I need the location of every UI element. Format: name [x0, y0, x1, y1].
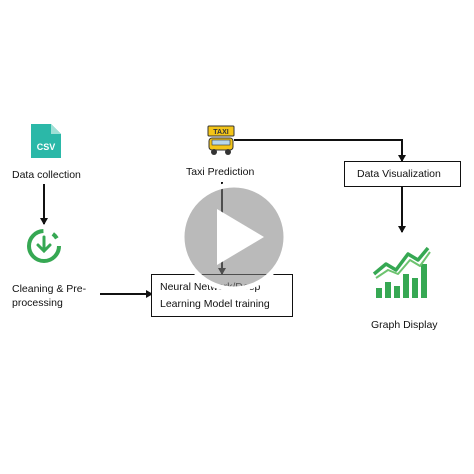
data-visualization-box: Data Visualization: [344, 161, 461, 187]
cleaning-label-line2: processing: [12, 297, 63, 309]
bar-trend-chart-icon: [372, 246, 431, 298]
download-circle-icon: [27, 229, 61, 263]
data-visualization-label: Data Visualization: [357, 168, 441, 180]
cleaning-label: Cleaning & Pre- processing: [12, 282, 86, 310]
arrow-taxi-to-viz: [234, 139, 406, 162]
nn-training-line2: Learning Model training: [160, 298, 270, 310]
svg-text:CSV: CSV: [37, 142, 56, 152]
svg-text:TAXI: TAXI: [213, 129, 228, 136]
cleaning-label-line1: Cleaning & Pre-: [12, 283, 87, 295]
taxi-icon: TAXI: [207, 125, 235, 155]
graph-display-label: Graph Display: [371, 319, 438, 331]
data-collection-label: Data collection: [12, 169, 81, 181]
play-button[interactable]: [179, 182, 289, 292]
csv-file-icon: CSV: [31, 124, 61, 158]
play-icon: [217, 209, 264, 265]
taxi-prediction-label: Taxi Prediction: [186, 166, 255, 178]
